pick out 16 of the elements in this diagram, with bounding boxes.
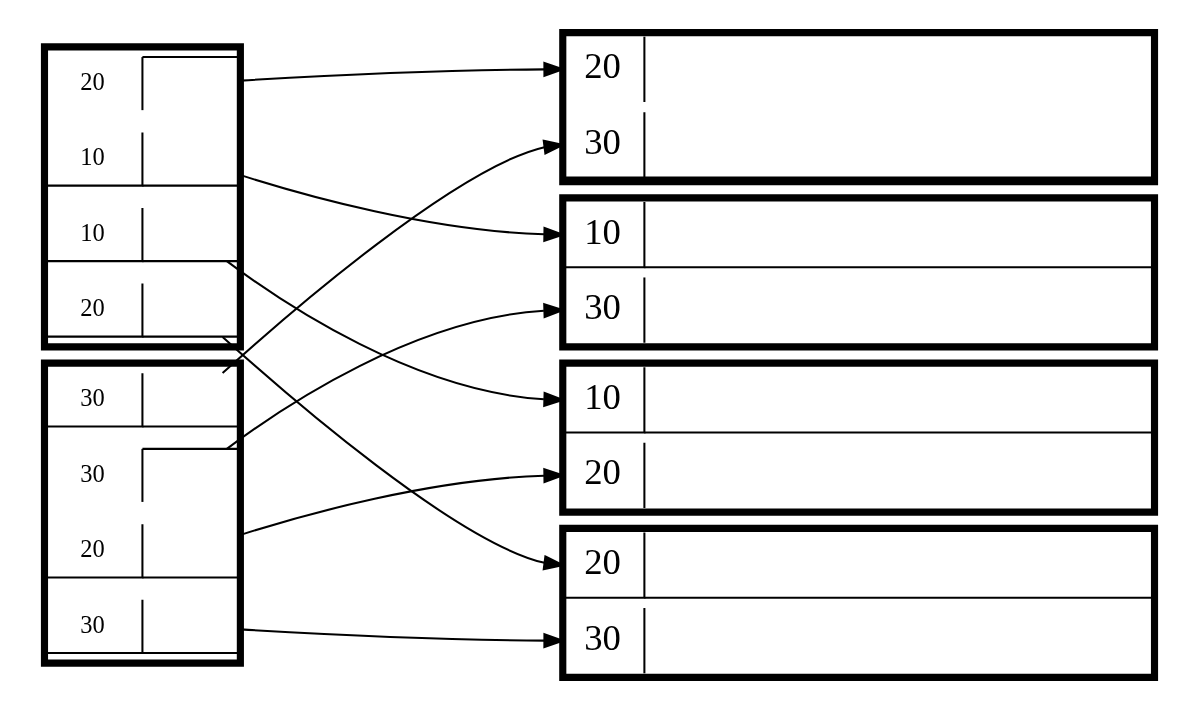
node-text: 10: [79, 143, 105, 171]
node-text: 10: [583, 210, 621, 252]
node-text: 30: [79, 384, 105, 412]
node-text: 30: [79, 459, 105, 487]
node-text: 30: [583, 286, 621, 328]
node-text: 20: [79, 294, 105, 322]
node-text: 20: [583, 541, 621, 583]
node-text: 30: [583, 616, 621, 658]
node-text: 20: [583, 45, 621, 87]
node-text: 10: [583, 375, 621, 417]
node-text: 20: [79, 67, 105, 95]
node-text: 30: [79, 610, 105, 638]
node-text: 30: [583, 120, 621, 162]
node-text: 20: [79, 535, 105, 563]
node-text: 10: [79, 218, 105, 246]
node-text: 20: [583, 451, 621, 493]
